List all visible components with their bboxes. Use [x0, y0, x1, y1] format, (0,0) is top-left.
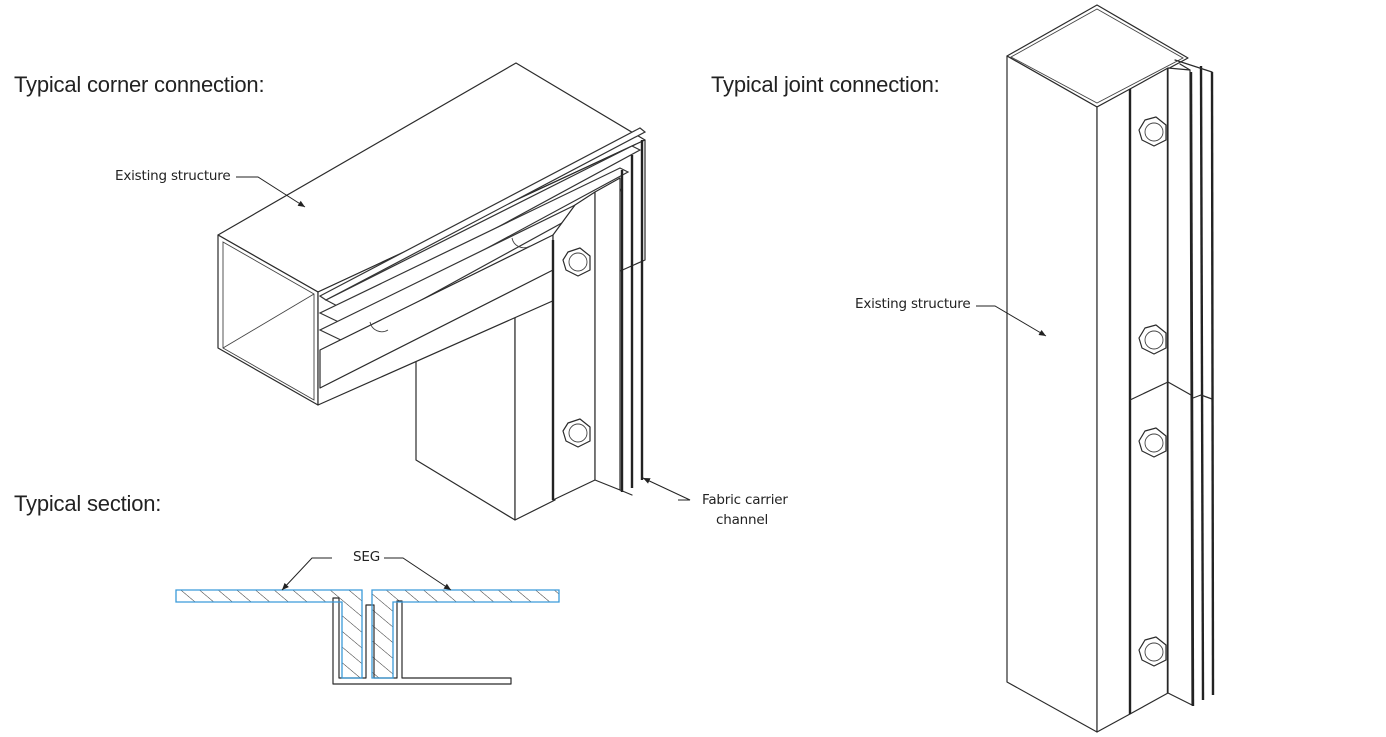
joint-existing-leader [976, 305, 1047, 337]
seg-label: SEG [353, 549, 380, 565]
bolt-lower [562, 418, 591, 448]
seg-leader-right [384, 557, 452, 591]
corner-existing-leader [236, 176, 306, 208]
seg-right-profile [371, 589, 560, 679]
fabric-carrier-label-line1: Fabric carrier [702, 492, 788, 508]
fabric-carrier-label-line2: channel [716, 512, 769, 528]
section-title: Typical section: [14, 491, 162, 516]
joint-bolt-4 [1138, 636, 1167, 667]
joint-bolt-3 [1138, 427, 1167, 458]
joint-existing-structure-label: Existing structure [855, 296, 971, 312]
bolt-upper [562, 247, 591, 277]
corner-connection-drawing [217, 62, 691, 521]
fabric-channel-leader [642, 477, 691, 501]
joint-bolt-1 [1138, 116, 1167, 147]
section-drawing [175, 557, 560, 685]
joint-connection-drawing [976, 4, 1215, 733]
seg-left-profile [175, 589, 363, 679]
seg-leader-left [281, 557, 332, 591]
joint-connection-title: Typical joint connection: [711, 72, 940, 97]
joint-bolt-2 [1138, 324, 1167, 355]
column-left-face [1006, 55, 1098, 733]
joint-split-line [1129, 381, 1213, 401]
corner-existing-structure-label: Existing structure [115, 168, 231, 184]
corner-connection-title: Typical corner connection: [14, 72, 265, 97]
